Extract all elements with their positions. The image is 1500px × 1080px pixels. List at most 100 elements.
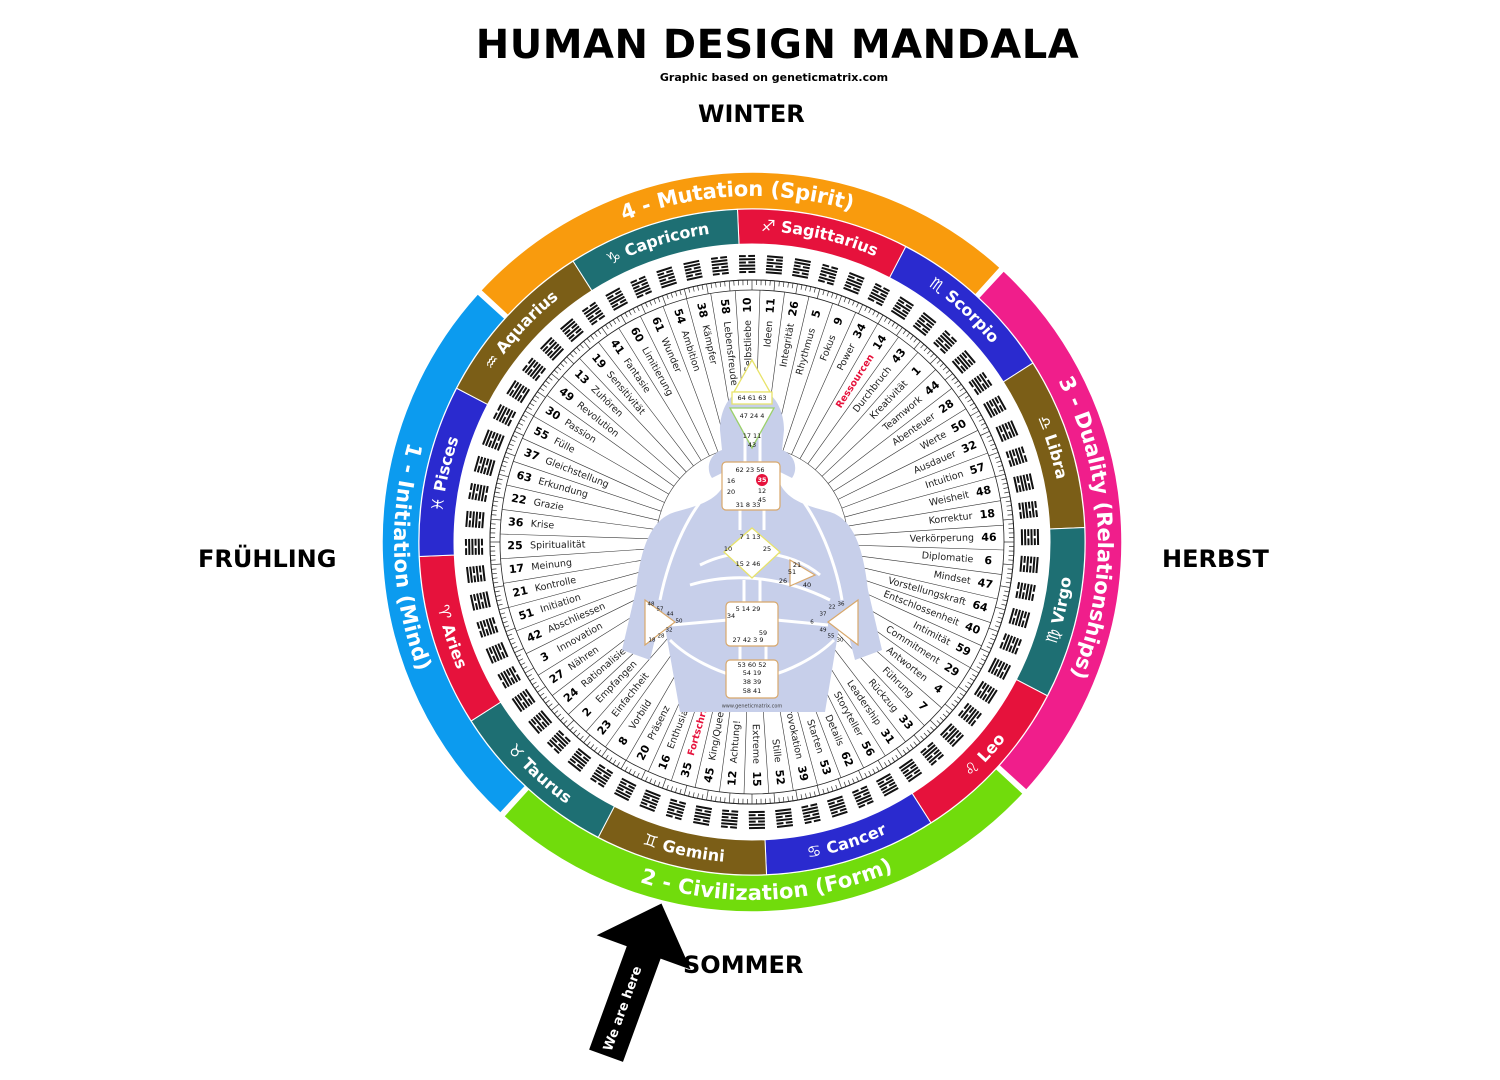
throat-gate: 16 <box>727 477 735 485</box>
season-summer-label: SOMMER <box>683 951 804 979</box>
gate-number: 35 <box>678 761 695 779</box>
solar-plexus-center <box>826 598 859 647</box>
solar-gate: 36 <box>838 602 845 608</box>
sacral-gates-top: 5 14 29 <box>736 605 761 613</box>
gate-number: 9 <box>831 315 846 327</box>
gate-number: 62 <box>838 750 856 769</box>
channel-line <box>658 478 725 601</box>
g-center <box>723 527 781 579</box>
gate-number: 11 <box>764 298 778 314</box>
gate-keyword: Verkörperung <box>910 533 974 545</box>
hexagram-symbol <box>482 429 505 451</box>
ajna-gate-43: 43 <box>748 441 756 449</box>
root-gate-row: 38 39 <box>743 678 762 686</box>
gate-number: 48 <box>975 483 993 499</box>
gate-number: 58 <box>718 298 733 315</box>
heart-gate: 26 <box>779 577 787 585</box>
gate-number: 42 <box>525 627 544 645</box>
gate-keyword: Achtung! <box>729 720 743 764</box>
hexagram-symbol <box>738 254 756 274</box>
root-gates-top: 53 60 52 <box>738 661 767 669</box>
spleen-gate: 57 <box>657 607 664 613</box>
gate-number: 55 <box>532 424 552 443</box>
hexagram-symbol <box>951 349 976 374</box>
hexagram-symbol <box>851 785 874 809</box>
gate-number: 40 <box>963 620 982 638</box>
solar-gate: 22 <box>829 605 836 611</box>
gate-number: 54 <box>671 307 688 326</box>
hexagram-symbol <box>973 680 998 704</box>
season-autumn-label: HERBST <box>1162 545 1269 573</box>
page-subtitle: Graphic based on geneticmatrix.com <box>659 71 889 84</box>
throat-center <box>721 461 781 511</box>
heart-gate: 40 <box>803 581 811 589</box>
hexagram-symbol <box>775 808 794 829</box>
hexagram-symbol <box>465 565 486 584</box>
hexagram-symbol <box>469 591 491 611</box>
gate-keyword: Stille <box>769 739 783 764</box>
gate-number: 20 <box>634 743 653 763</box>
hexagram-symbol <box>528 710 553 735</box>
hexagram-symbol <box>546 729 571 755</box>
gate-number: 36 <box>508 515 525 529</box>
hexagram-symbol <box>1018 500 1039 519</box>
hexagram-symbol <box>983 395 1007 419</box>
hexagram-symbol <box>693 805 713 826</box>
hexagram-symbol <box>1005 446 1028 468</box>
hexagram-symbol <box>1015 581 1036 601</box>
gate-ring: 10Selbstliebe11Ideen26Integrität5Rhythmu… <box>500 290 1004 794</box>
sacral-center <box>725 601 779 647</box>
hexagram-symbol <box>817 263 839 286</box>
gate-keyword: Diplomatie <box>921 550 974 565</box>
gate-number: 45 <box>702 766 718 783</box>
gate-number: 47 <box>977 576 994 592</box>
gate-keyword: Grazie <box>533 497 565 513</box>
hexagram-symbol <box>968 371 993 396</box>
gate-keyword: Meinung <box>531 557 573 573</box>
gate-number: 46 <box>981 531 997 544</box>
hexagram-symbol <box>468 483 489 503</box>
gate-number: 5 <box>809 308 824 319</box>
hexagram-symbol <box>665 798 687 821</box>
solar-gate: 49 <box>820 628 827 634</box>
hexagram-symbol <box>1008 607 1031 629</box>
spleen-gate: 48 <box>648 602 655 608</box>
spleen-gate: 28 <box>658 634 665 640</box>
gate-number: 39 <box>795 765 811 783</box>
hexagram-symbol <box>826 795 848 818</box>
hexagram-symbol <box>485 641 509 664</box>
hexagram-symbol <box>867 282 890 307</box>
hexagram-symbol <box>605 287 629 311</box>
hexagram-symbol <box>522 357 547 382</box>
head-center-base <box>731 391 773 405</box>
hexagram-symbol <box>890 296 914 321</box>
hexagram-symbol <box>957 702 982 727</box>
hexagram-symbol <box>843 272 865 295</box>
gate-number: 12 <box>725 770 739 786</box>
g-center-gate: 10 <box>724 545 732 553</box>
head-gates: 64 61 63 <box>738 394 767 402</box>
throat-gate: 20 <box>727 488 735 496</box>
hexagram-symbol <box>898 758 923 783</box>
throat-gate-active: 35 <box>757 476 767 484</box>
sacral-gate: 59 <box>759 629 767 637</box>
hexagram-symbol <box>559 318 584 343</box>
gate-number: 26 <box>786 300 802 318</box>
hexagram-symbol <box>506 380 531 404</box>
root-center <box>725 659 779 699</box>
hexagram-symbol <box>590 763 614 788</box>
gate-number: 53 <box>817 758 834 777</box>
heart-center <box>789 558 817 587</box>
channel-line <box>775 618 829 627</box>
watermark: www.geneticmatrix.com <box>722 704 783 710</box>
gate-number: 38 <box>694 301 710 319</box>
gate-keyword: Korrektur <box>928 511 973 527</box>
hexagram-symbol <box>748 810 766 830</box>
throat-gates-top: 62 23 56 <box>736 466 765 474</box>
throat-gate: 45 <box>758 496 766 504</box>
gate-number: 16 <box>656 753 674 772</box>
hexagram-symbol <box>630 275 653 299</box>
hexagram-symbol <box>987 657 1012 680</box>
ajna-gates: 47 24 4 <box>740 412 765 420</box>
